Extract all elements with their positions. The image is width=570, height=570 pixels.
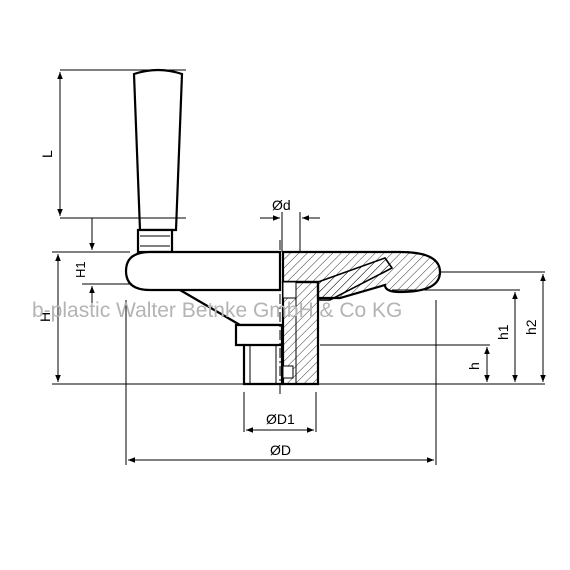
crank-handle: [132, 68, 184, 254]
dim-label-h: h: [466, 362, 482, 370]
extension-lines: [52, 69, 545, 465]
dim-label-D1: ØD1: [266, 411, 295, 427]
wheel-section: [281, 250, 442, 386]
dim-label-H: H: [37, 312, 53, 322]
dim-label-d: Ød: [272, 197, 291, 213]
dim-label-h2: h2: [523, 319, 539, 335]
dim-label-H1: H1: [73, 261, 88, 278]
dim-label-D: ØD: [270, 442, 291, 458]
watermark-text: b-plastic Walter Betnke GmbH & Co KG: [32, 299, 402, 322]
dimension-lines: [55, 72, 546, 463]
dim-label-L: L: [39, 150, 55, 158]
hub: [234, 323, 284, 386]
dim-label-h1: h1: [495, 324, 511, 340]
